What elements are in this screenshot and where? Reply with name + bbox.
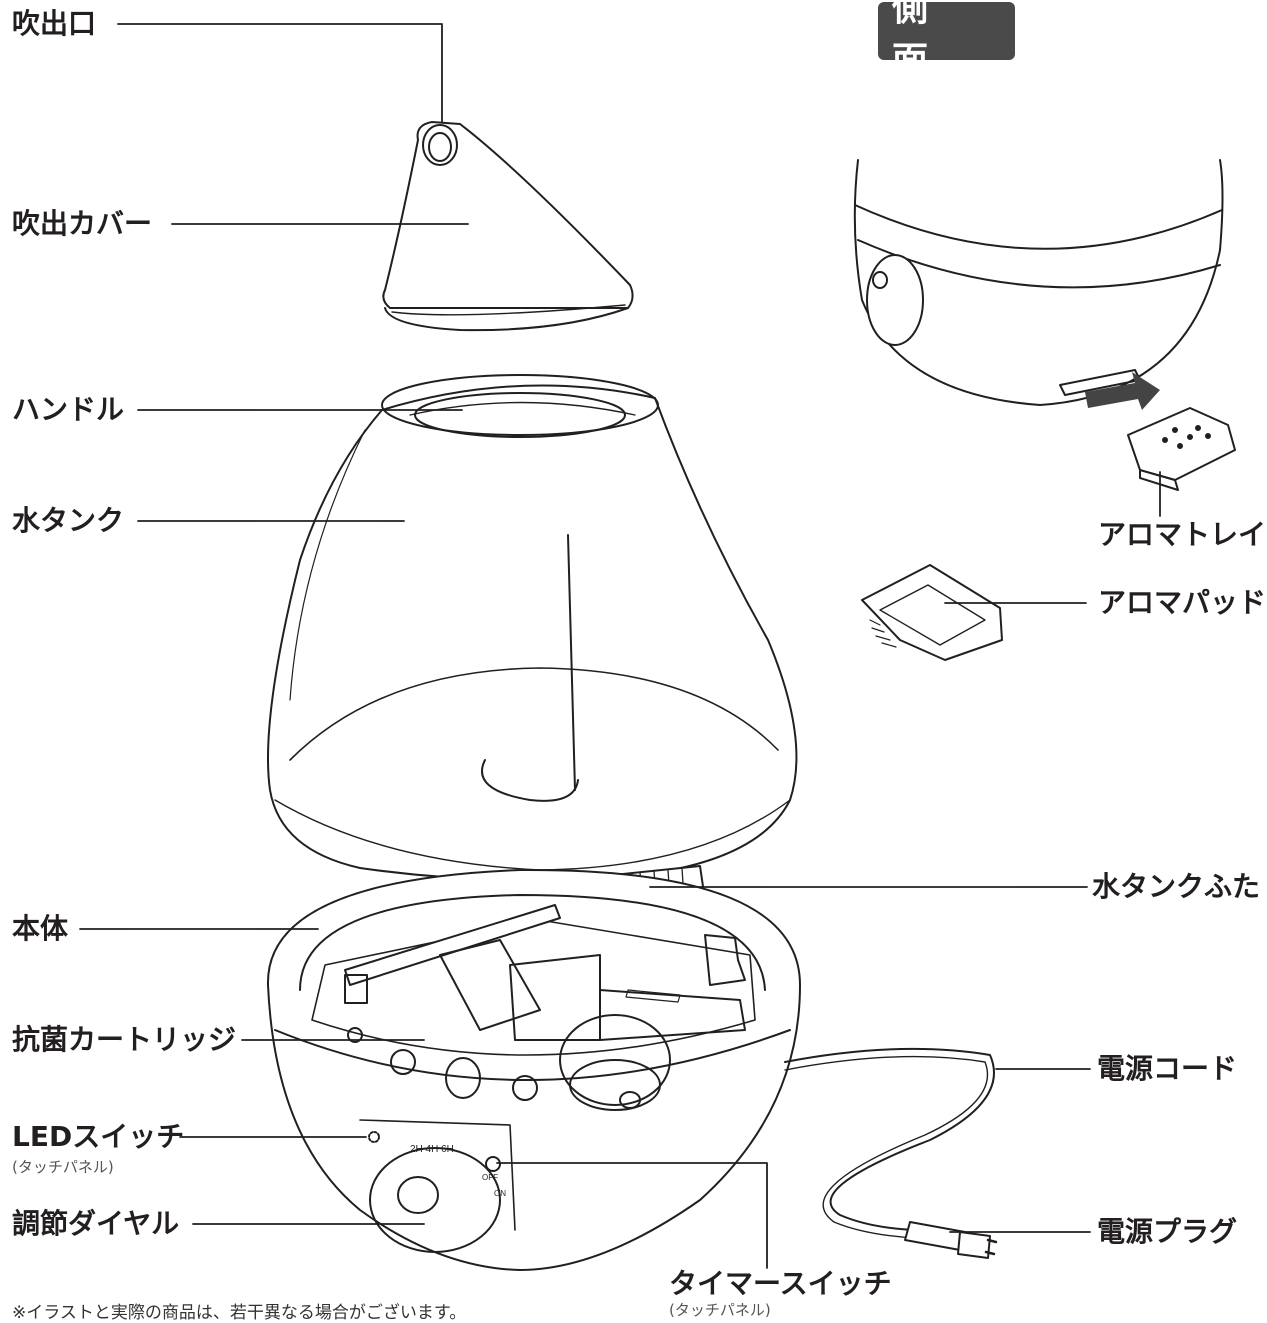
power-cord-illustration: [784, 1047, 998, 1259]
label-timer-switch: タイマースイッチ: [669, 1267, 892, 1300]
label-timer-switch-sub: (タッチパネル): [669, 1301, 771, 1319]
label-body: 本体: [12, 912, 69, 945]
footnote: ※イラストと実際の商品は、若干異なる場合がございます。: [12, 1303, 467, 1323]
label-aroma-tray: アロマトレイ: [1098, 518, 1267, 551]
label-dial: 調節ダイヤル: [12, 1207, 180, 1240]
aroma-tray-illustration: [1127, 407, 1236, 491]
timer-marks-text: 2H 4H 6H: [410, 1144, 454, 1155]
label-water-tank: 水タンク: [12, 504, 125, 537]
label-tank-cap: 水タンクふた: [1092, 870, 1261, 903]
label-power-cord: 電源コード: [1097, 1052, 1238, 1085]
side-view-illustration: [853, 159, 1224, 406]
water-tank-illustration: [267, 374, 798, 882]
body-illustration: [266, 868, 801, 1271]
leader-lines: [79, 23, 1161, 1269]
side-view-title: 側 面: [878, 0, 1015, 81]
label-aroma-pad: アロマパッド: [1098, 586, 1267, 619]
timer-on-text: ON: [494, 1189, 506, 1198]
label-power-plug: 電源プラグ: [1097, 1215, 1238, 1248]
label-antibacterial-cartridge: 抗菌カートリッジ: [12, 1023, 237, 1056]
label-led-switch-sub: (タッチパネル): [12, 1158, 114, 1176]
label-outlet: 吹出口: [12, 7, 97, 40]
label-handle: ハンドル: [12, 393, 125, 426]
timer-off-text: OFF: [482, 1173, 498, 1182]
label-outlet-cover: 吹出カバー: [12, 207, 153, 240]
label-led-switch: LEDスイッチ: [12, 1120, 185, 1153]
removal-arrow: [1085, 372, 1160, 410]
outlet-cover-illustration: [382, 121, 634, 332]
aroma-pad-illustration: [861, 564, 1003, 661]
